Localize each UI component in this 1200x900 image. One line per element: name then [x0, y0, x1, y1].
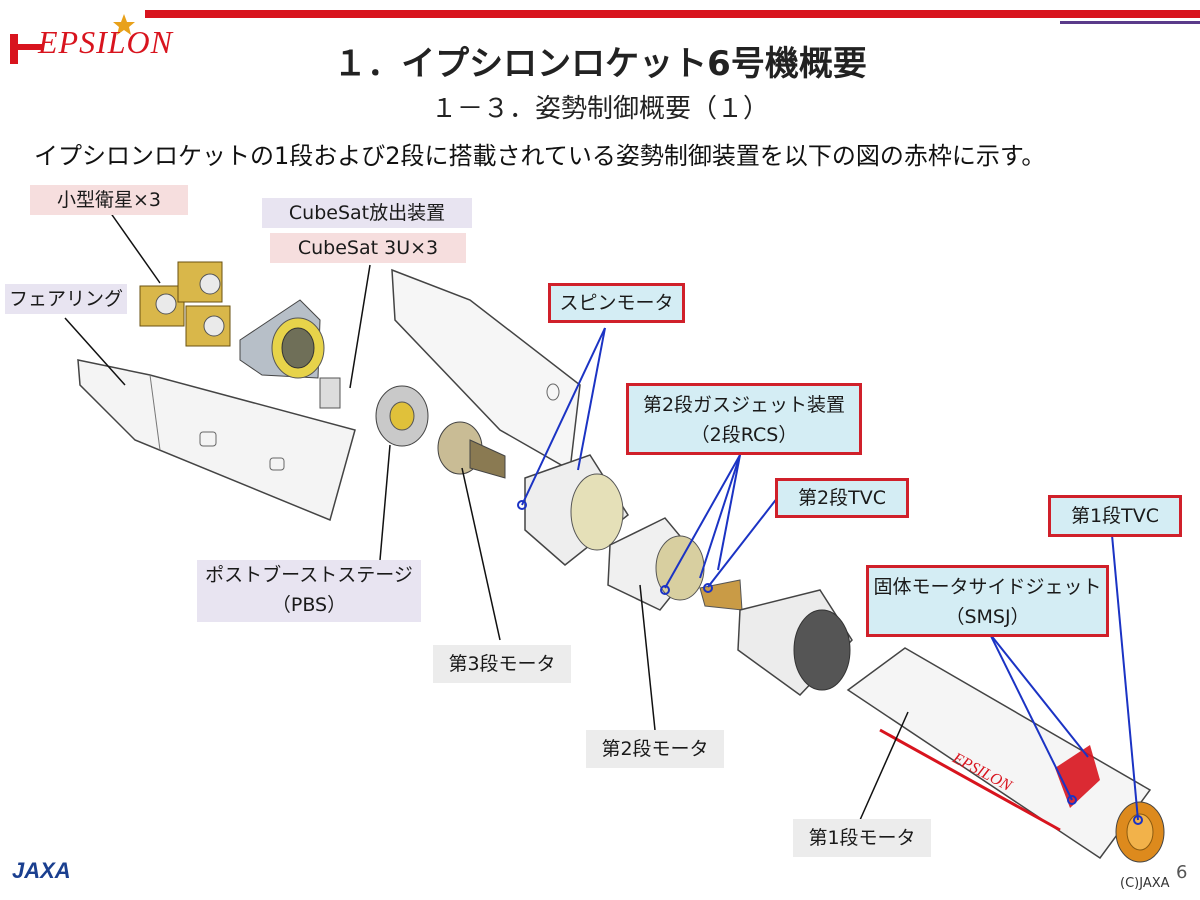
label-smsj-line1: 固体モータサイドジェット [873, 576, 1102, 598]
stage2-motor-shape [607, 517, 743, 611]
label-fairing: フェアリング [5, 284, 127, 314]
blue-leader-lines [521, 327, 1139, 821]
header-red-rule [145, 10, 1200, 18]
header-purple-rule [1060, 21, 1200, 24]
page-title: １．イプシロンロケット6号機概要 [333, 44, 867, 84]
black-leader-lines [64, 211, 909, 821]
blue-target-markers [517, 500, 1143, 825]
stage1-motor-shape: EPSILON [846, 647, 1165, 863]
label-pbs-line2: （PBS） [271, 594, 347, 616]
label-stage2-tvc: 第2段TVC [775, 478, 909, 518]
label-stage2-rcs-line1: 第2段ガスジェット装置 [642, 394, 846, 416]
epsilon-logo-mark [10, 14, 135, 64]
label-stage1-tvc: 第1段TVC [1048, 495, 1182, 537]
lead-text: イプシロンロケットの1段および2段に搭載されている姿勢制御装置を以下の図の赤枠に… [34, 142, 1046, 170]
epsilon-logo-text: EPSILON [38, 24, 173, 60]
fairing-shape [77, 268, 581, 522]
interstage-shape [524, 454, 629, 566]
page-subtitle: １－３．姿勢制御概要（１） [430, 94, 769, 124]
label-stage1-motor: 第1段モータ [793, 819, 931, 857]
label-pbs: ポストブーストステージ （PBS） [197, 560, 421, 622]
small-satellite-shapes [139, 261, 231, 347]
jaxa-logo: JAXA [12, 858, 71, 883]
label-stage3-motor: 第3段モータ [433, 645, 571, 683]
stage3-motor-shape [437, 421, 506, 479]
label-cubesat-3u: CubeSat 3U×3 [270, 233, 466, 263]
label-pbs-line1: ポストブーストステージ [205, 564, 413, 586]
copyright-text: (C)JAXA [1120, 876, 1170, 891]
label-cubesat-dispenser: CubeSat放出装置 [262, 198, 472, 228]
label-smsj: 固体モータサイドジェット （SMSJ） [866, 565, 1109, 637]
label-small-satellite: 小型衛星×3 [30, 185, 188, 215]
cubesat-dispenser-shape [239, 299, 341, 409]
label-smsj-line2: （SMSJ） [945, 606, 1030, 628]
pbs-shape [375, 385, 429, 447]
label-stage2-rcs: 第2段ガスジェット装置 （2段RCS） [626, 383, 862, 455]
label-stage2-motor: 第2段モータ [586, 730, 724, 768]
interstage-lower-shape [737, 589, 853, 696]
label-spin-motor: スピンモータ [548, 283, 685, 323]
label-stage2-rcs-line2: （2段RCS） [690, 424, 798, 446]
page-number: 6 [1176, 862, 1188, 883]
